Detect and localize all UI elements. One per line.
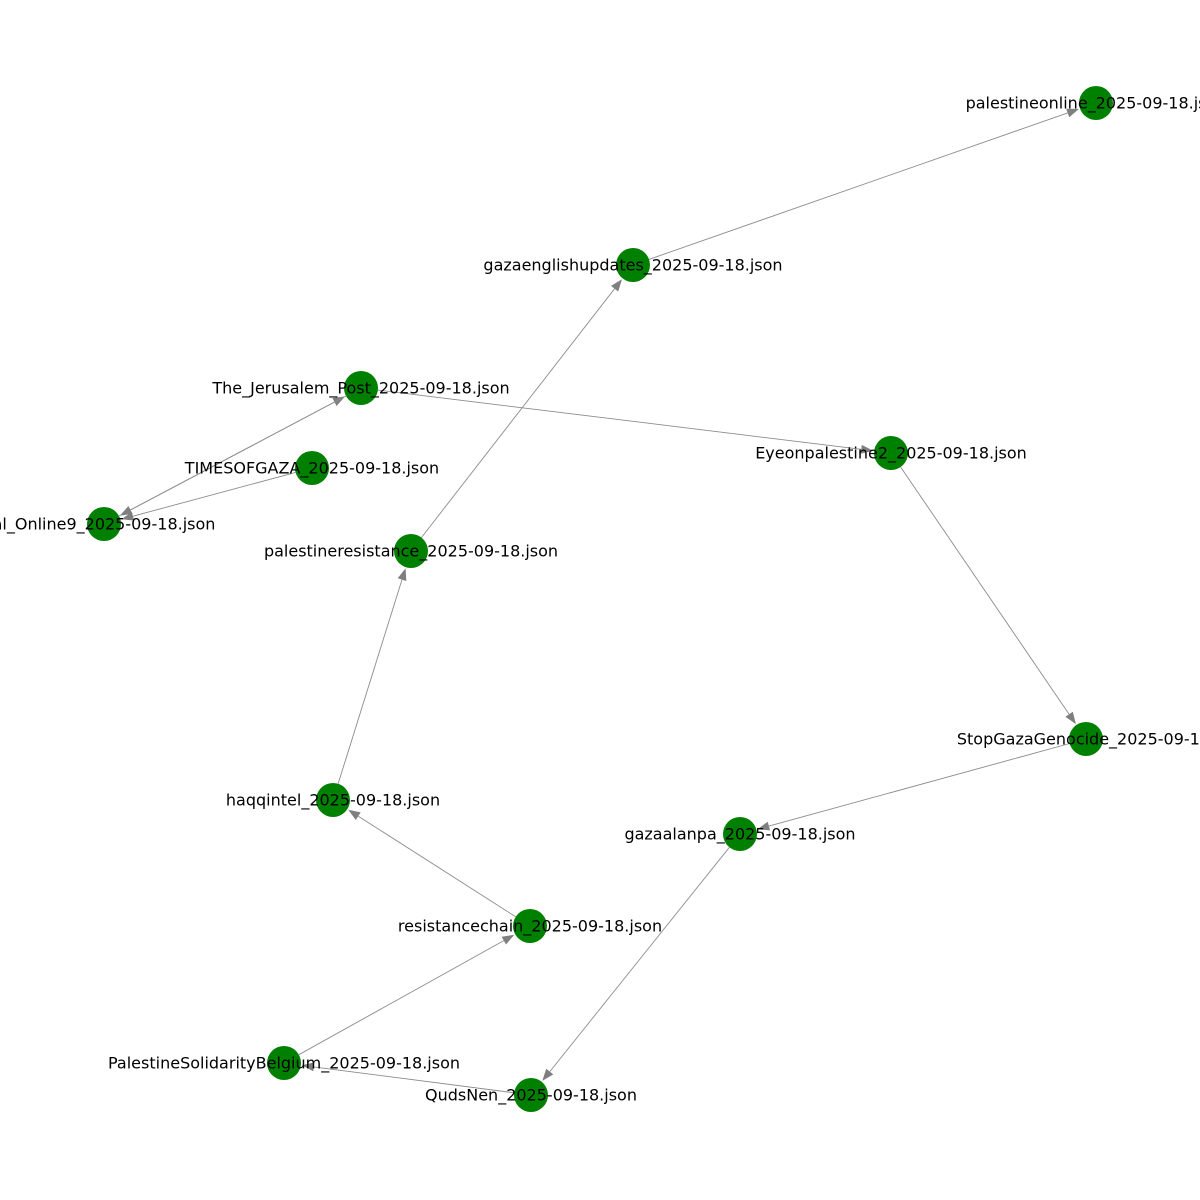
nodes-layer <box>87 86 1113 1112</box>
node-label-gazaalanpa: gazaalanpa_2025-09-18.json <box>624 825 855 845</box>
arrow-head-icon <box>121 511 135 521</box>
edge-timesofgaza-to-online9 <box>121 471 296 521</box>
edge-gazaalanpa-to-qudsnen <box>542 847 730 1081</box>
arrow-head-icon <box>501 934 515 945</box>
edge-gazaenglishupdates-to-palestineonline <box>648 108 1079 260</box>
node-label-eyeonpalestine2: Eyeonpalestine2_2025-09-18.json <box>755 444 1027 464</box>
node-label-palestineresistance: palestineresistance_2025-09-18.json <box>264 542 558 562</box>
edge-line <box>358 815 516 918</box>
arrow-head-icon <box>860 444 874 454</box>
edge-jerusalem_post-to-online9 <box>119 395 347 516</box>
node-palestinesolidaritybelgium <box>267 1046 301 1080</box>
edge-stopgazagenocide-to-gazaalanpa <box>757 743 1070 831</box>
edge-line <box>768 743 1070 827</box>
node-label-palestinesolidaritybelgium: PalestineSolidarityBelgium_2025-09-18.js… <box>108 1054 460 1074</box>
edge-line <box>130 395 347 511</box>
node-label-timesofgaza: TIMESOFGAZA_2025-09-18.json <box>184 459 439 479</box>
node-label-jerusalem_post: The_Jerusalem_Post_2025-09-18.json <box>211 379 509 399</box>
node-jerusalem_post <box>344 371 378 405</box>
node-label-gazaenglishupdates: gazaenglishupdates_2025-09-18.json <box>483 256 782 276</box>
edge-line <box>648 112 1068 260</box>
edge-line <box>298 940 505 1056</box>
node-palestineresistance <box>394 534 428 568</box>
node-online9 <box>87 507 121 541</box>
node-label-resistancechain: resistancechain_2025-09-18.json <box>398 917 662 937</box>
arrow-head-icon <box>332 396 346 406</box>
arrow-head-icon <box>119 506 133 516</box>
node-timesofgaza <box>295 451 329 485</box>
arrow-head-icon <box>1065 711 1076 725</box>
node-label-online9: al_Online9_2025-09-18.json <box>0 515 215 535</box>
edge-line <box>549 847 730 1072</box>
edge-line <box>337 579 403 784</box>
node-gazaenglishupdates <box>616 248 650 282</box>
arrow-head-icon <box>1066 108 1079 118</box>
node-qudsnen <box>514 1078 548 1112</box>
edge-eyeonpalestine2-to-stopgazagenocide <box>900 466 1076 725</box>
node-label-stopgazagenocide: StopGazaGenocide_2025-09-18. <box>957 730 1200 750</box>
arrow-head-icon <box>348 809 361 820</box>
arrow-head-icon <box>301 1062 315 1072</box>
node-stopgazagenocide <box>1069 722 1103 756</box>
edge-line <box>313 1066 515 1094</box>
edge-palestineresistance-to-gazaenglishupdates <box>421 279 622 538</box>
node-gazaalanpa <box>723 817 757 851</box>
node-resistancechain <box>513 909 547 943</box>
edge-line <box>900 466 1070 715</box>
edge-haqqintel-to-palestineresistance <box>337 568 407 784</box>
node-label-palestineonline: palestineonline_2025-09-18.json <box>966 94 1200 114</box>
edge-line <box>421 288 615 538</box>
node-label-qudsnen: QudsNen_2025-09-18.json <box>425 1086 637 1106</box>
edges-layer <box>118 108 1079 1094</box>
arrow-head-icon <box>611 279 622 292</box>
node-palestineonline <box>1079 86 1113 120</box>
node-eyeonpalestine2 <box>874 436 908 470</box>
node-haqqintel <box>316 783 350 817</box>
arrow-head-icon <box>757 821 771 831</box>
arrow-head-icon <box>542 1068 554 1081</box>
labels-layer: palestineonline_2025-09-18.json gazaengli… <box>0 94 1200 1106</box>
edge-line <box>377 389 862 450</box>
edge-line <box>132 471 296 517</box>
edge-palestinesolidaritybelgium-to-resistancechain <box>298 934 515 1056</box>
node-label-haqqintel: haqqintel_2025-09-18.json <box>226 791 440 811</box>
edge-qudsnen-to-palestinesolidaritybelgium <box>301 1062 515 1094</box>
arrow-head-icon <box>397 568 407 581</box>
edge-jerusalem_post-to-eyeonpalestine2 <box>377 389 874 454</box>
edge-resistancechain-to-haqqintel <box>348 809 516 918</box>
